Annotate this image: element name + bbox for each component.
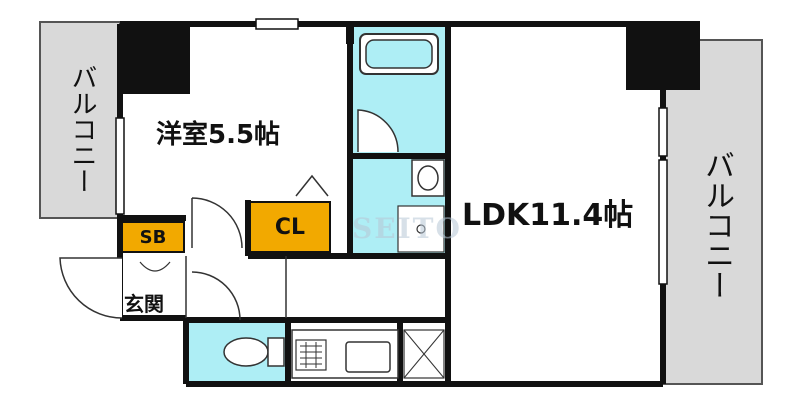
column-bath [346, 24, 354, 44]
window-right-1 [658, 107, 668, 157]
toilet-tank [267, 337, 285, 367]
bath-door [357, 109, 399, 153]
stove-burner [300, 342, 322, 368]
window-right-2 [658, 159, 668, 285]
entrance-step-arc [139, 261, 171, 272]
entrance-door [59, 257, 123, 319]
ldk-label: LDK11.4帖 [462, 198, 634, 233]
bathtub-inner [365, 39, 433, 69]
toilet-bowl [223, 337, 269, 367]
western-room-door [191, 197, 243, 249]
hall-door [191, 271, 241, 321]
entrance-label: 玄関 [124, 292, 164, 316]
shoebox-label: SB [124, 224, 182, 250]
balcony-left-label: バルコニー [67, 64, 97, 194]
western-room-label: 洋室5.5帖 [156, 120, 281, 150]
stove [295, 339, 327, 371]
column-top-right [626, 24, 700, 90]
balcony-right-area [663, 39, 763, 385]
washbasin-bowl [417, 165, 439, 191]
column-top-left [120, 24, 190, 94]
balcony-right-label: バルコニー [699, 150, 734, 300]
watermark: SEITO [352, 212, 462, 245]
washer-drain [416, 224, 426, 234]
closet-label: CL [252, 204, 328, 250]
fridge-cross-2 [403, 329, 445, 379]
window-left [115, 117, 125, 215]
balcony-left-area [39, 21, 121, 219]
kitchen-sink [345, 341, 391, 373]
closet-door-mark [295, 174, 329, 197]
window-top [255, 18, 299, 30]
